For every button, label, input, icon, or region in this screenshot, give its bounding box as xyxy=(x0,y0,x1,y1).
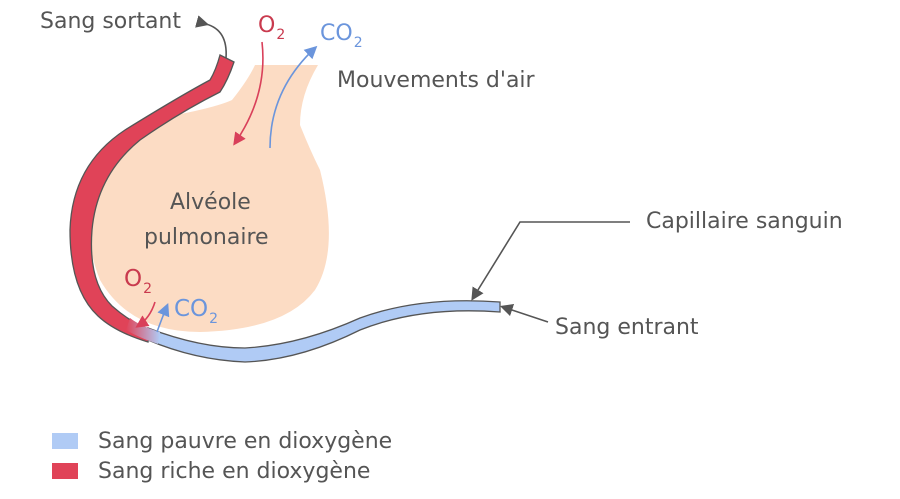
legend-label-rich: Sang riche en dioxygène xyxy=(98,458,371,484)
legend: Sang pauvre en dioxygène Sang riche en d… xyxy=(52,426,392,486)
legend-row-poor: Sang pauvre en dioxygène xyxy=(52,426,392,456)
blood-out-arrow xyxy=(195,15,227,59)
capillary-poor-segment xyxy=(147,300,501,363)
co2-exchange-label: CO2 xyxy=(174,296,218,327)
capillary-leader xyxy=(471,221,630,301)
blood-in-label: Sang entrant xyxy=(555,315,699,340)
blood-out-label: Sang sortant xyxy=(40,9,181,34)
capillary-label: Capillaire sanguin xyxy=(646,209,843,234)
air-movement-label: Mouvements d'air xyxy=(337,68,536,93)
capillary-junction xyxy=(126,318,160,344)
o2-exchange-arrow xyxy=(135,301,156,328)
blood-in-leader xyxy=(499,303,549,323)
o2-air-label: O2 xyxy=(258,13,285,43)
alveolus-label-line1: Alvéole xyxy=(170,190,251,215)
o2-exchange-label: O2 xyxy=(124,266,152,297)
o2-air-arrow xyxy=(233,41,264,146)
co2-air-arrow xyxy=(269,45,318,149)
legend-swatch-poor xyxy=(52,433,78,449)
legend-label-poor: Sang pauvre en dioxygène xyxy=(98,428,393,454)
legend-swatch-rich xyxy=(52,463,78,479)
co2-air-label: CO2 xyxy=(320,21,363,51)
co2-exchange-arrow xyxy=(156,303,170,333)
legend-row-rich: Sang riche en dioxygène xyxy=(52,456,392,486)
alveolus-label-line2: pulmonaire xyxy=(144,225,269,250)
